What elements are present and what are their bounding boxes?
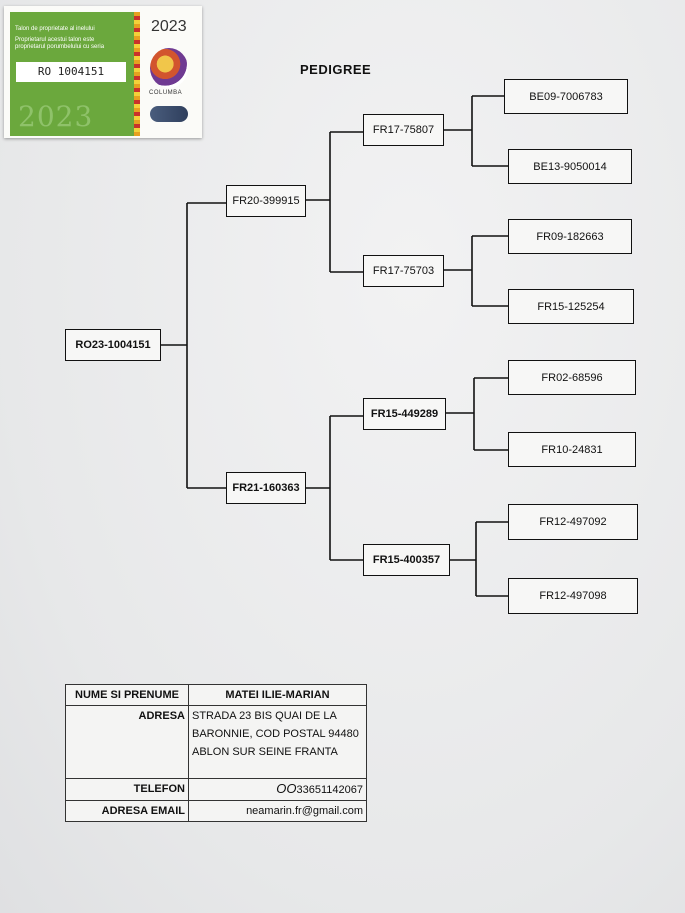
ring-ownership-sticker: Talon de proprietate al inelului Proprie… <box>4 6 202 138</box>
pedigree-dam-sire: FR15-449289 <box>363 398 446 430</box>
address-value: STRADA 23 BIS QUAI DE LA BARONNIE, COD P… <box>188 705 367 779</box>
connector-ds <box>446 377 508 451</box>
email-value: neamarin.fr@gmail.com <box>188 800 367 822</box>
sticker-line-1: Talon de proprietate al inelului <box>15 26 95 32</box>
pigeons-logo-icon <box>150 106 188 122</box>
owner-row-email: ADRESA EMAIL neamarin.fr@gmail.com <box>65 800 367 822</box>
pedigree-dam-dam: FR15-400357 <box>363 544 450 576</box>
pedigree-sire-sire: FR17-75807 <box>363 114 444 146</box>
sticker-year-big: 2023 <box>18 100 94 133</box>
email-label: ADRESA EMAIL <box>65 800 189 822</box>
sticker-color-stripe <box>134 12 140 136</box>
pedigree-g3-6: FR10-24831 <box>508 432 636 467</box>
pedigree-g3-7: FR12-497092 <box>508 504 638 540</box>
pedigree-dam: FR21-160363 <box>226 472 306 504</box>
connector-dam <box>306 415 363 561</box>
pedigree-sire: FR20-399915 <box>226 185 306 217</box>
phone-prefix: OO <box>276 781 297 796</box>
pedigree-sire-dam: FR17-75703 <box>363 255 444 287</box>
phone-value: OO33651142067 <box>188 778 367 801</box>
pedigree-g3-1: BE09-7006783 <box>504 79 628 114</box>
sticker-year: 2023 <box>151 18 187 35</box>
pedigree-g3-8: FR12-497098 <box>508 578 638 614</box>
connector-subject <box>160 202 226 489</box>
name-label: NUME SI PRENUME <box>65 684 189 706</box>
sticker-green-panel: Talon de proprietate al inelului Proprie… <box>10 12 140 136</box>
address-line-1: STRADA 23 BIS QUAI DE LA <box>192 710 337 722</box>
sticker-line-2: Proprietarul acestui talon este <box>15 37 95 43</box>
connector-sd <box>444 235 508 307</box>
connector-ss <box>444 95 508 167</box>
columba-logo-icon <box>150 48 188 88</box>
pedigree-g3-4: FR15-125254 <box>508 289 634 324</box>
pedigree-subject: RO23-1004151 <box>65 329 161 361</box>
address-label: ADRESA <box>65 705 189 779</box>
connector-sire <box>306 131 363 273</box>
name-value: MATEI ILIE-MARIAN <box>188 684 367 706</box>
phone-number: 33651142067 <box>296 784 363 796</box>
owner-row-phone: TELEFON OO33651142067 <box>65 778 367 801</box>
address-line-3: ABLON SUR SEINE FRANTA <box>192 746 338 758</box>
sticker-serial: RO 1004151 <box>16 62 126 82</box>
address-line-2: BARONNIE, COD POSTAL 94480 <box>192 728 359 740</box>
pedigree-g3-5: FR02-68596 <box>508 360 636 395</box>
page-title: PEDIGREE <box>300 62 372 77</box>
owner-row-address: ADRESA STRADA 23 BIS QUAI DE LA BARONNIE… <box>65 705 367 779</box>
sticker-brand: COLUMBA <box>149 90 183 96</box>
owner-info-table: NUME SI PRENUME MATEI ILIE-MARIAN ADRESA… <box>65 684 367 822</box>
pedigree-g3-2: BE13-9050014 <box>508 149 632 184</box>
connector-dd <box>450 521 508 597</box>
sticker-line-3: proprietarul porumbelului cu seria <box>15 44 105 50</box>
owner-row-name: NUME SI PRENUME MATEI ILIE-MARIAN <box>65 684 367 706</box>
phone-label: TELEFON <box>65 778 189 801</box>
pedigree-g3-3: FR09-182663 <box>508 219 632 254</box>
